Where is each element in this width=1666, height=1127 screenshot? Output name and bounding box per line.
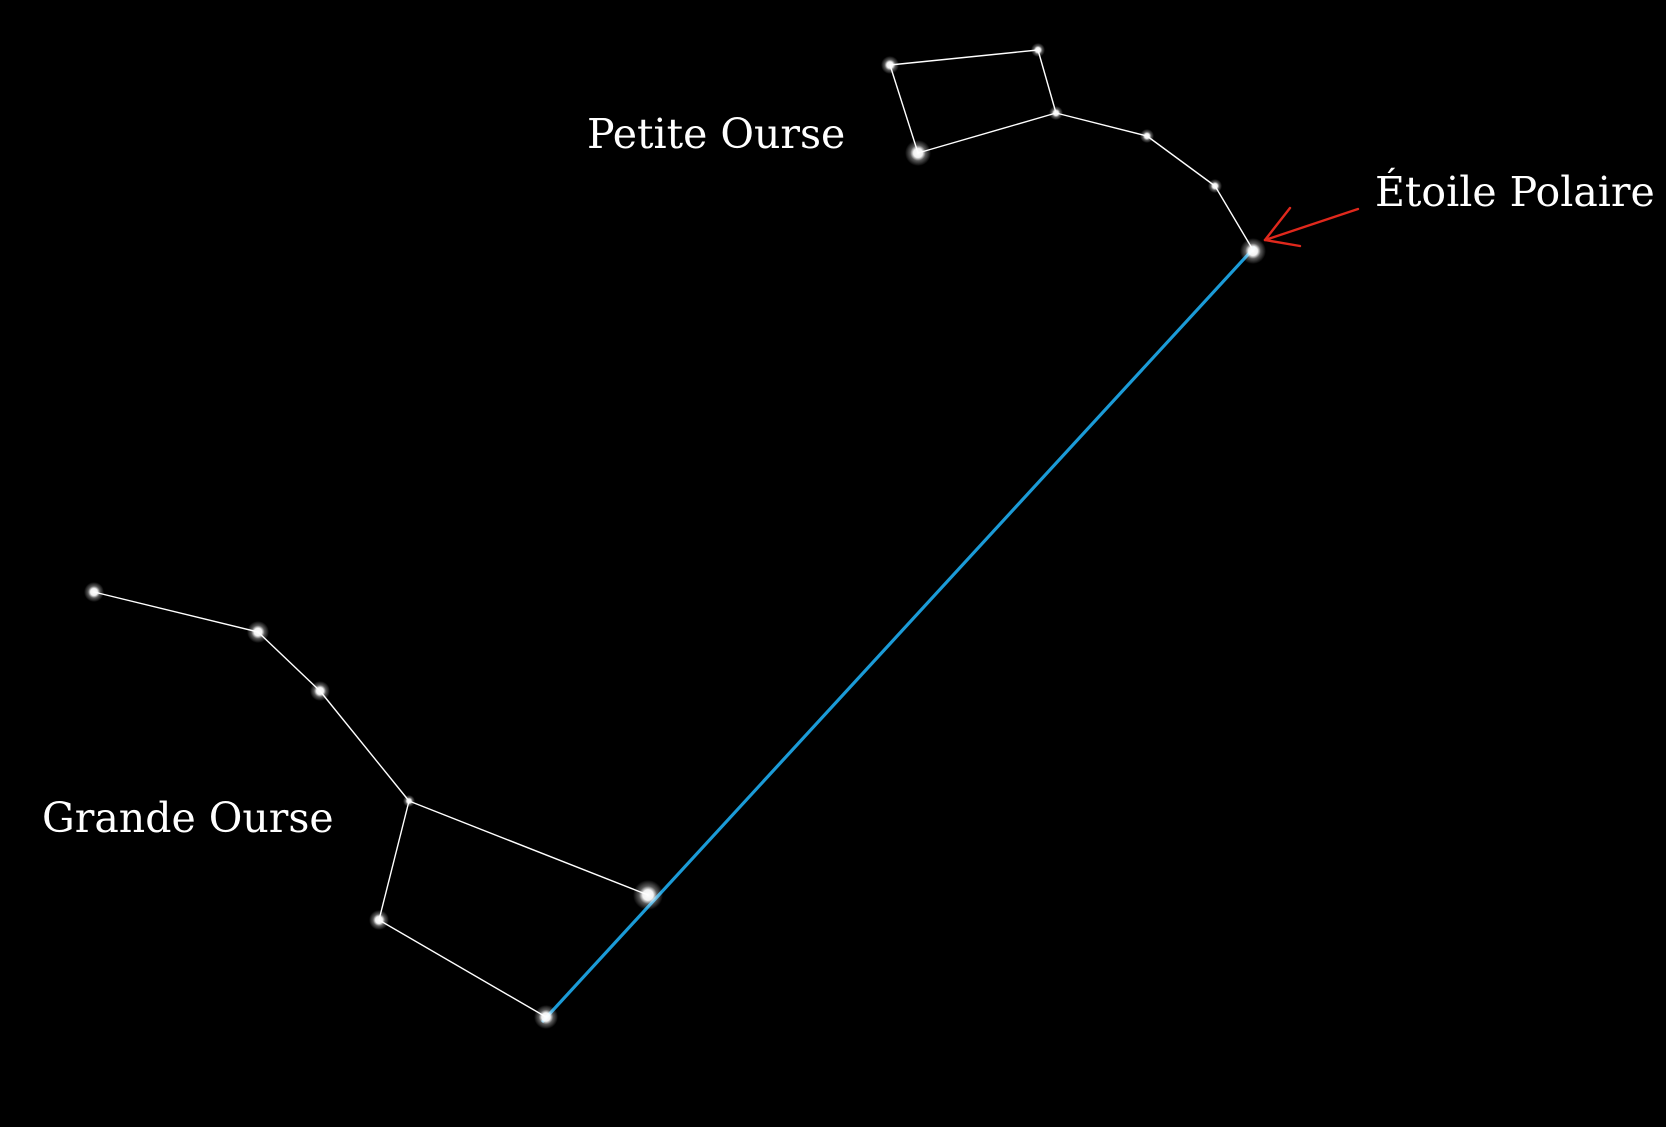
star [881,56,899,74]
arrow-head-lower [1263,238,1302,248]
star [84,582,104,602]
star [247,621,269,643]
grande-ourse-line [257,631,321,692]
grande-ourse-line [408,800,649,896]
grande-ourse-line [93,591,259,633]
petite-ourse-line [1037,49,1057,114]
star [1031,43,1045,57]
grande-ourse-line [378,800,410,921]
petite-ourse-stars [881,43,1266,264]
petite-ourse-line [1055,112,1148,137]
pole-star [1240,238,1266,264]
petite-ourse-line [1146,135,1216,187]
star [1208,179,1222,193]
star [369,910,389,930]
star [403,795,415,807]
petite-ourse-line [889,64,919,154]
label-grande-ourse: Grande Ourse [42,794,334,842]
petite-ourse-line [889,49,1039,66]
arrow-head-upper [1263,206,1292,242]
star [310,681,330,701]
grande-ourse-line [378,919,547,1018]
petite-ourse-line [1214,185,1254,251]
label-etoile-polaire: Étoile Polaire [1375,167,1655,216]
star [633,880,663,910]
petite-ourse-line [917,112,1057,154]
star [905,140,931,166]
grande-ourse-line [319,690,410,802]
pole-star-arrow [1263,206,1360,248]
petite-ourse-lines [889,49,1254,251]
star [534,1005,558,1029]
arrow-shaft [1263,207,1360,242]
grande-ourse-lines [93,591,649,1018]
star [1140,129,1154,143]
grande-ourse-stars [84,582,663,1029]
label-petite-ourse: Petite Ourse [587,110,845,158]
star [1049,106,1063,120]
